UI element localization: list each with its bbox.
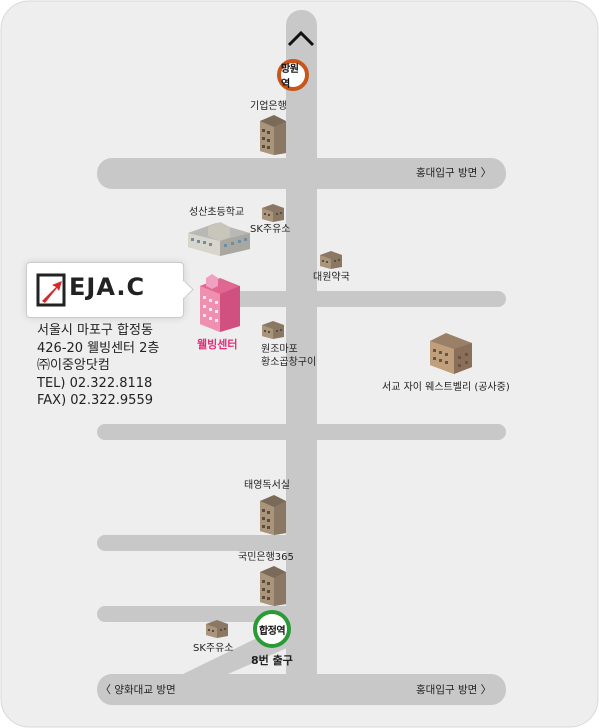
station-mangwon-label: 망원역 [281, 64, 299, 90]
landmark-sk-top: SK주유소 [250, 224, 291, 235]
station-mangwon[interactable]: 망원역 [277, 59, 309, 91]
landmark-xi-apartment: 서교 자이 웨스트벨리 (공사중) [382, 382, 510, 393]
company-name: ㈜이중앙닷컴 [37, 358, 110, 373]
road-horizontal-5 [97, 606, 305, 622]
building-icon-gopchang [262, 321, 284, 339]
building-icon-sk-top [262, 204, 284, 222]
station-hapjeong[interactable]: 합정역 [253, 610, 291, 648]
landmark-welling-center: 웰빙센터 [197, 338, 238, 351]
chevron-left-icon: 〈 [100, 683, 111, 696]
chevron-right-icon: 〉 [480, 166, 492, 179]
road-horizontal-3 [97, 424, 506, 440]
direction-yanghwa-label: 양화대교 방면 [114, 684, 176, 696]
roads [97, 10, 506, 705]
landmark-reading-room: 태영독서실 [244, 480, 290, 491]
station-hapjeong-label: 합정역 [258, 625, 286, 637]
direction-hongdae-top: 홍대입구 방면 〉 [416, 166, 492, 180]
company-info: 서울시 마포구 합정동 426-20 웰빙센터 2층 ㈜이중앙닷컴 TEL) 0… [37, 322, 159, 410]
chevron-up-icon [287, 30, 315, 47]
company-tel[interactable]: TEL) 02.322.8118 [37, 375, 153, 391]
company-address-line2: 426-20 웰빙센터 2층 [37, 340, 160, 356]
building-icon-welling-center [200, 274, 240, 332]
building-icon-school [188, 222, 250, 256]
building-icon-sk-bottom [206, 620, 228, 638]
road-horizontal-4 [97, 535, 305, 551]
landmark-sk-bottom: SK주유소 [193, 643, 234, 654]
building-icon-bank [260, 115, 286, 155]
landmark-kookmin-bank: 국민은행365 [238, 552, 294, 563]
building-icon-pharmacy [320, 251, 342, 269]
building-icon-kookmin-bank [260, 566, 286, 606]
chevron-right-icon: 〉 [480, 683, 492, 696]
building-icon-xi-apartment [430, 333, 472, 374]
company-logo-mark [36, 273, 66, 307]
direction-hongdae-bottom: 홍대입구 방면 〉 [416, 683, 492, 697]
landmark-bank: 기업은행 [250, 101, 287, 112]
direction-hongdae-top-label: 홍대입구 방면 [416, 167, 478, 179]
landmark-school: 성산초등학교 [189, 207, 245, 218]
direction-yanghwa: 〈 양화대교 방면 [100, 683, 176, 697]
road-horizontal-1 [97, 158, 506, 189]
direction-hongdae-bottom-label: 홍대입구 방면 [416, 684, 478, 696]
landmark-pharmacy: 대원약국 [313, 272, 350, 283]
landmark-gopchang-line1: 원조마포 [261, 344, 298, 355]
company-logo-box: EJA.C [26, 262, 184, 318]
station-exit-label: 8번 출구 [251, 654, 293, 667]
company-logo-text: EJA.C [69, 273, 146, 301]
building-icon-reading-room [260, 495, 286, 535]
road-horizontal-2 [230, 291, 506, 307]
company-fax: FAX) 02.322.9559 [37, 393, 153, 408]
company-address-line1: 서울시 마포구 합정동 [37, 323, 153, 338]
landmark-gopchang-line2: 황소곱창구이 [261, 357, 317, 368]
